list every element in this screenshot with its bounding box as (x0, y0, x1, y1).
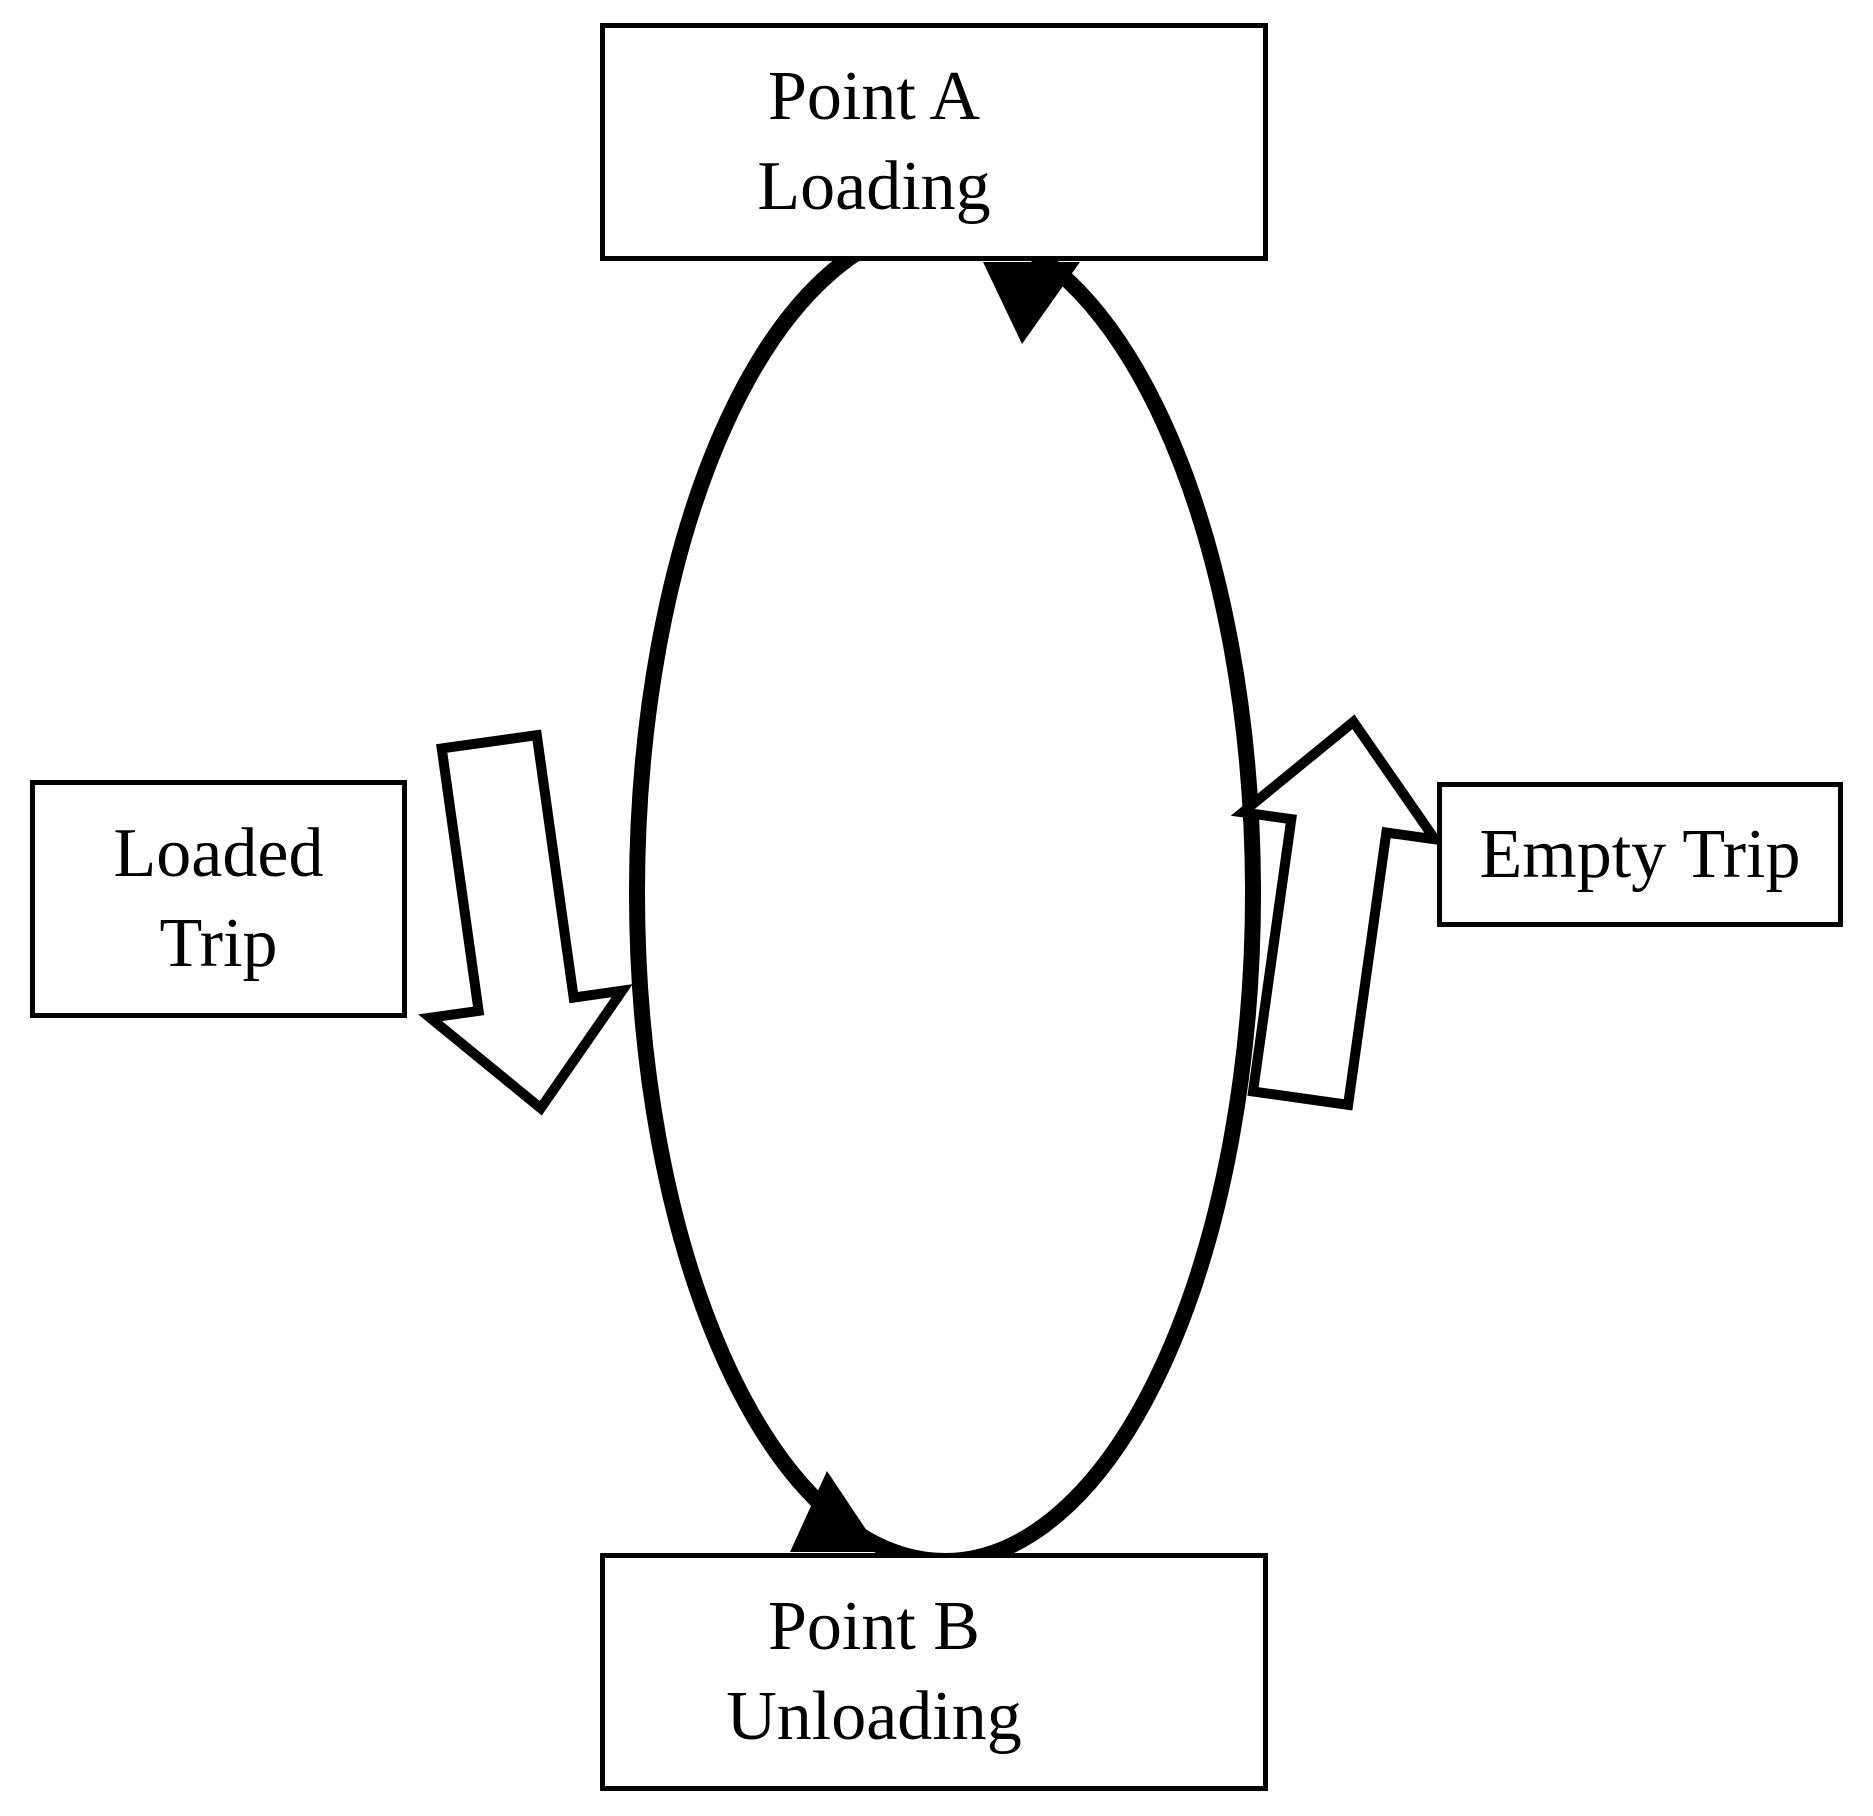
node-label-line: Point B (767, 1588, 981, 1665)
node-label-line: Unloading (726, 1678, 1022, 1755)
label-box-loaded-trip: Loaded Trip (30, 780, 407, 1018)
node-label-line: Point A (767, 58, 981, 135)
node-point-a-loading: Point A Loading (600, 23, 1268, 261)
edge-label-line: Trip (159, 905, 278, 982)
loaded-trip-down-arrow-icon (418, 729, 633, 1116)
edge-label-line: Empty Trip (1479, 815, 1801, 893)
label-box-empty-trip: Empty Trip (1437, 782, 1843, 927)
node-point-b-unloading: Point B Unloading (600, 1553, 1268, 1791)
empty-trip-up-arrow-icon (1230, 714, 1446, 1111)
arrowhead-to-point-b-icon (790, 1471, 881, 1552)
edge-label-line: Loaded (113, 815, 324, 892)
node-label-line: Loading (757, 148, 991, 225)
arrowhead-to-point-a-icon (983, 262, 1080, 344)
cycle-ellipse (629, 217, 1261, 1569)
